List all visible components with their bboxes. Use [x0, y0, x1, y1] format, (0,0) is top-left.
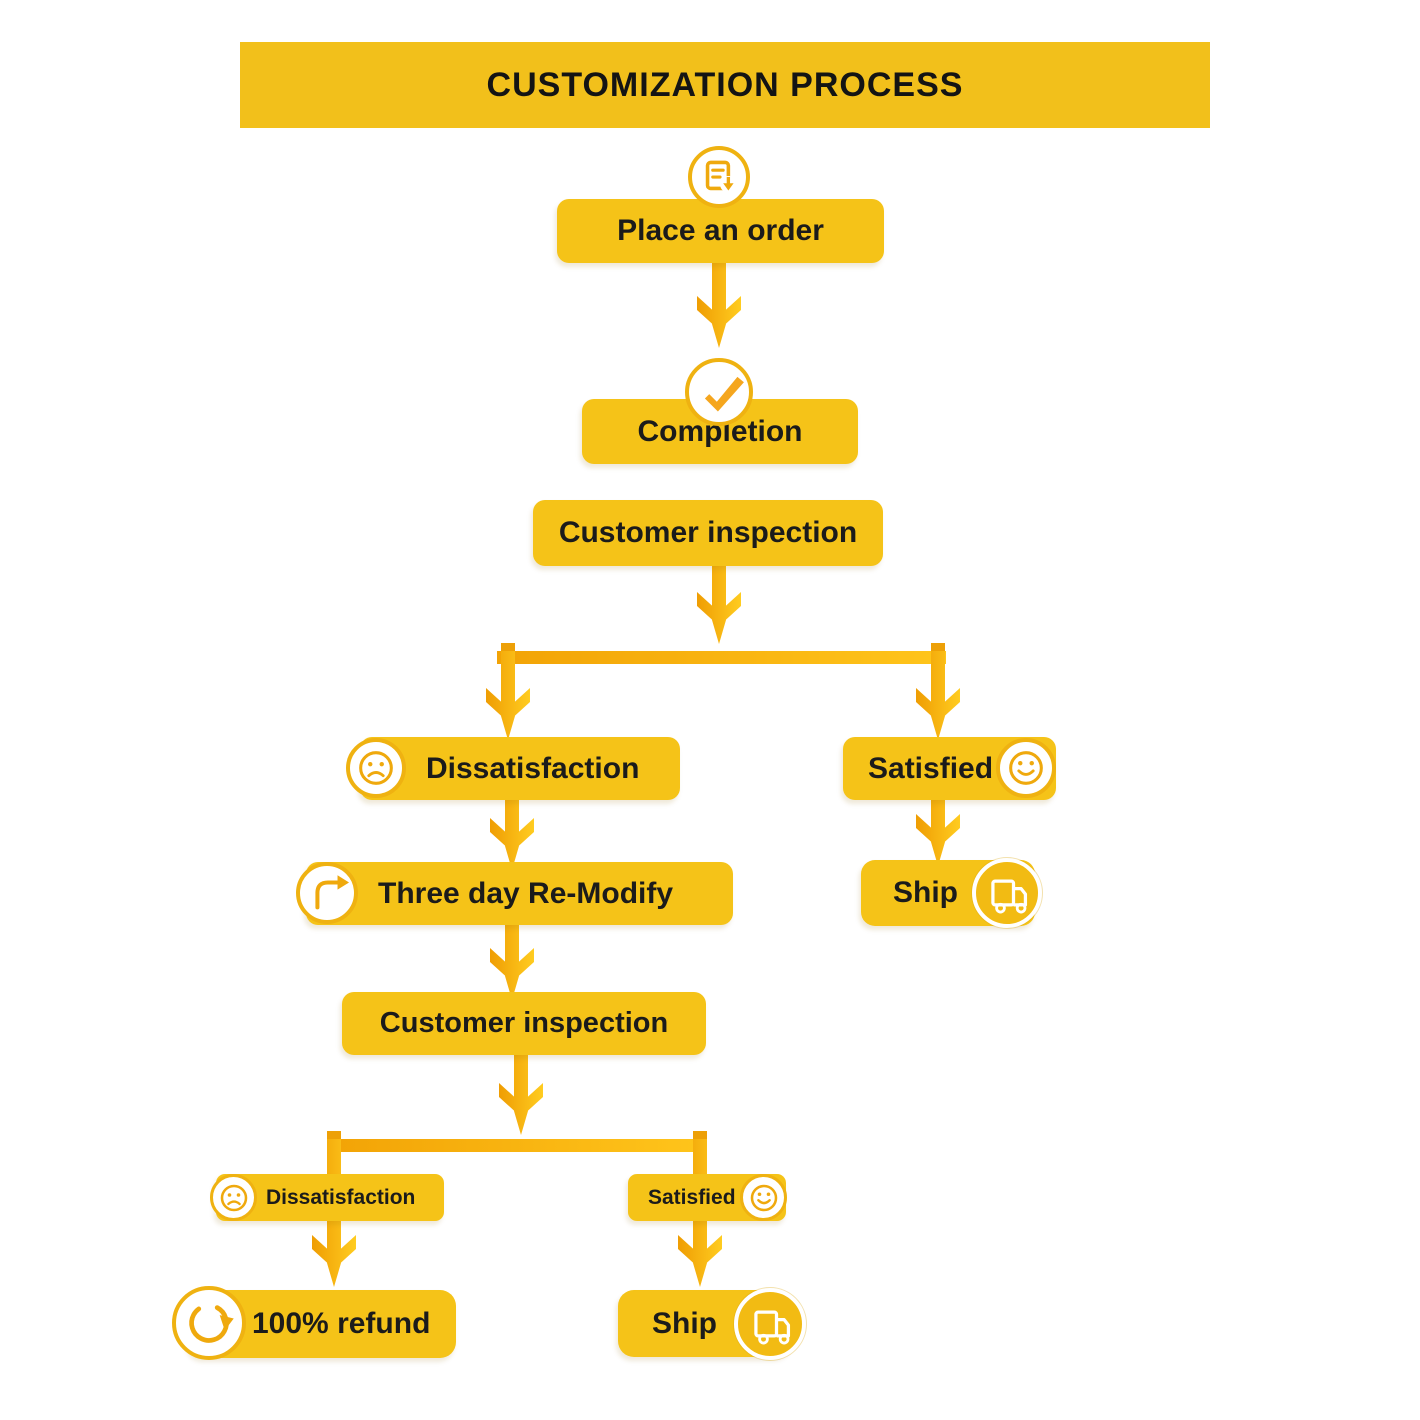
- arrow-down: [695, 262, 743, 353]
- smiley-face-icon: [740, 1174, 787, 1221]
- node-ship-2-label: Ship: [652, 1306, 717, 1340]
- truck-icon: [972, 858, 1042, 928]
- node-customer-inspection-1-label: Customer inspection: [558, 516, 858, 549]
- node-refund-label: 100% refund: [252, 1307, 431, 1340]
- node-customer-inspection-1: Customer inspection: [533, 500, 883, 566]
- bar-joint: [693, 1131, 707, 1140]
- node-customer-inspection-2: Customer inspection: [342, 992, 706, 1055]
- bar-joint: [931, 643, 945, 652]
- branch-bar: [328, 1139, 707, 1152]
- arrow-down: [914, 651, 962, 745]
- refund-cycle-icon: [172, 1286, 246, 1360]
- node-satisfied-2-label: Satisfied: [648, 1185, 736, 1209]
- arrow-down: [488, 800, 536, 875]
- node-dissatisfaction-1-label: Dissatisfaction: [426, 751, 640, 785]
- page-title: CUSTOMIZATION PROCESS: [486, 65, 964, 104]
- node-customer-inspection-2-label: Customer inspection: [379, 1007, 669, 1039]
- order-document-icon: [688, 146, 750, 208]
- node-three-day-remodify-label: Three day Re-Modify: [378, 876, 674, 910]
- arrow-down: [914, 800, 962, 871]
- node-place-order: Place an order: [557, 199, 884, 263]
- node-ship-1-label: Ship: [893, 876, 958, 909]
- node-dissatisfaction-2-label: Dissatisfaction: [266, 1185, 416, 1209]
- arrow-down: [484, 651, 532, 745]
- node-dissatisfaction-1: Dissatisfaction: [360, 737, 680, 800]
- sad-face-icon: [346, 738, 406, 798]
- truck-icon: [734, 1288, 806, 1360]
- bar-joint: [327, 1131, 341, 1140]
- smiley-face-icon: [996, 738, 1056, 798]
- title-banner: CUSTOMIZATION PROCESS: [240, 42, 1210, 128]
- arrow-down: [695, 566, 743, 649]
- node-satisfied-1-label: Satisfied: [868, 751, 994, 785]
- checkmark-icon: [685, 358, 753, 426]
- bar-joint: [501, 643, 515, 652]
- node-place-order-label: Place an order: [617, 214, 824, 247]
- sad-face-icon: [210, 1174, 257, 1221]
- arrow-down: [488, 925, 536, 1005]
- node-three-day-remodify: Three day Re-Modify: [306, 862, 733, 925]
- redo-arrow-icon: [296, 862, 358, 924]
- arrow-down: [497, 1053, 545, 1140]
- branch-bar: [497, 651, 946, 664]
